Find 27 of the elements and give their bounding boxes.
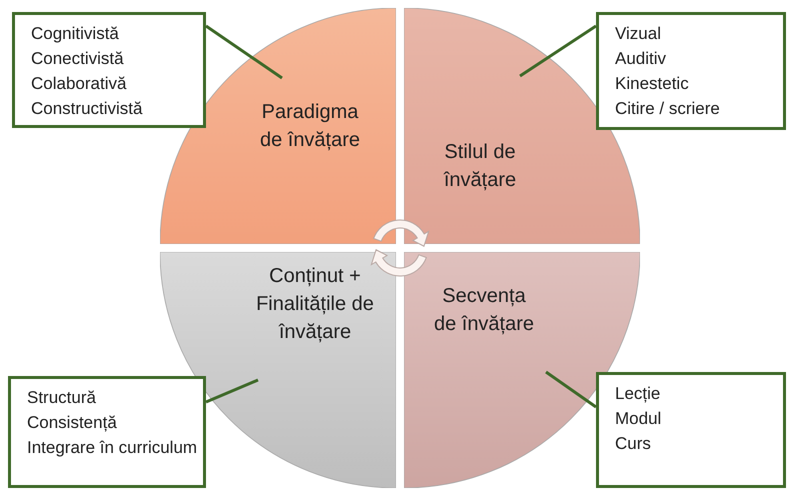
segment-label: Stilul de învățare [442, 140, 518, 193]
segment-label: Paradigma de învățare [258, 100, 362, 153]
list-item: Cognitivistă [31, 23, 120, 45]
list-item: Citire / scriere [615, 98, 721, 120]
callout-box [8, 376, 206, 488]
leader-line [519, 24, 597, 78]
list-item: Constructivistă [31, 98, 144, 120]
leader-line [545, 370, 597, 408]
callout-box [596, 372, 786, 488]
quadrant-segment [160, 8, 396, 244]
list-item: Curs [615, 433, 652, 455]
callout-box [596, 12, 786, 130]
leader-line [205, 24, 283, 80]
list-item: Vizual [615, 23, 662, 45]
list-item: Auditiv [615, 48, 668, 70]
list-item: Structură [27, 387, 97, 409]
list-item: Kinestetic [615, 73, 690, 95]
callout-box [12, 12, 206, 128]
list-item: Modul [615, 408, 662, 430]
segment-label: Conținut + Finalitățile de învățare [255, 264, 375, 345]
list-item: Integrare în curriculum [27, 437, 198, 459]
list-item: Consistență [27, 412, 118, 434]
list-item: Lecție [615, 383, 662, 405]
list-item: Conectivistă [31, 48, 125, 70]
segment-label: Secvența de învățare [432, 284, 536, 337]
list-item: Colaborativă [31, 73, 128, 95]
leader-line [205, 378, 259, 404]
